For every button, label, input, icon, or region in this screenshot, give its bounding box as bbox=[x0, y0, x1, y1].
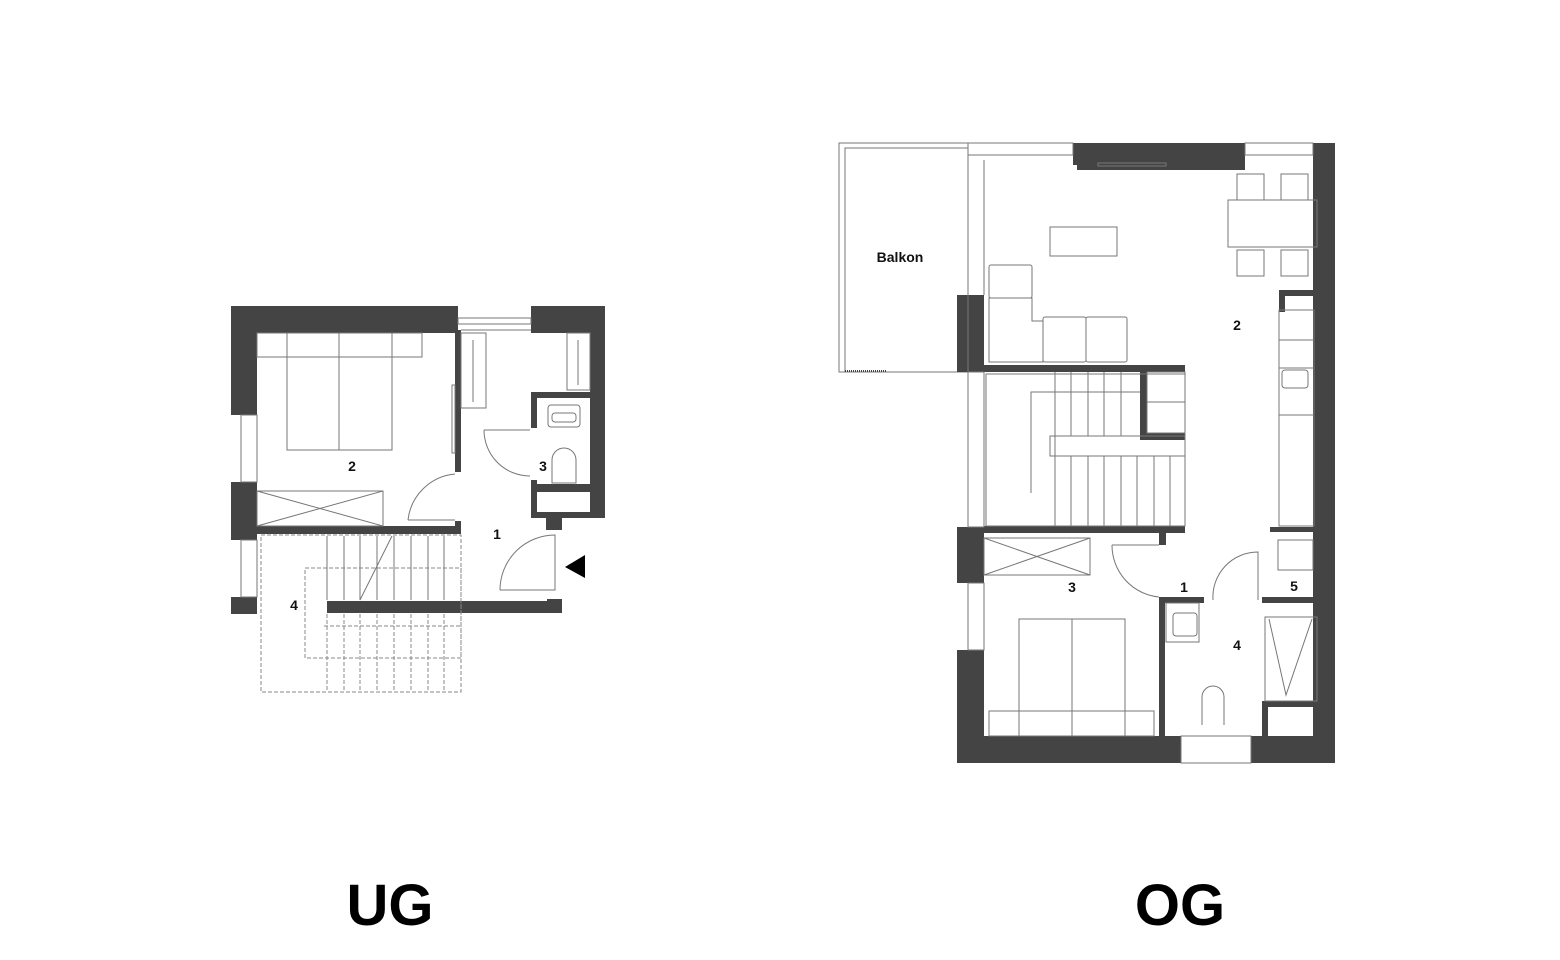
og-stairs bbox=[985, 371, 1186, 527]
og-kitchen bbox=[1278, 309, 1315, 527]
entrance-arrow-icon bbox=[565, 555, 585, 578]
og-balcony: Balkon bbox=[838, 142, 969, 373]
ug-window-left bbox=[240, 414, 258, 598]
og-room-label: 1 bbox=[1180, 579, 1188, 595]
ug-plan: 1 2 3 4 UG bbox=[231, 306, 605, 938]
ug-stairs bbox=[260, 534, 462, 693]
og-room-label: 4 bbox=[1233, 637, 1241, 653]
og-living-furniture bbox=[988, 173, 1318, 363]
ug-title: UG bbox=[347, 873, 434, 938]
ug-wardrobe bbox=[256, 490, 384, 527]
balcony-label: Balkon bbox=[877, 249, 924, 265]
ug-room-label: 1 bbox=[493, 526, 501, 542]
ug-bed bbox=[256, 332, 423, 451]
og-room-label: 3 bbox=[1068, 579, 1076, 595]
ug-closets bbox=[451, 332, 591, 454]
og-bedroom-furniture bbox=[983, 537, 1155, 737]
og-plan: Balkon bbox=[838, 142, 1335, 938]
og-windows bbox=[967, 142, 1314, 764]
ug-doors bbox=[407, 429, 556, 591]
ug-walls bbox=[231, 306, 605, 614]
ug-window-top bbox=[457, 317, 532, 331]
og-room-label: 2 bbox=[1233, 317, 1241, 333]
ug-room-label: 4 bbox=[290, 597, 298, 613]
og-room-label: 5 bbox=[1290, 578, 1298, 594]
ug-room-label: 3 bbox=[539, 458, 547, 474]
og-title: OG bbox=[1135, 873, 1225, 938]
ug-room-label: 2 bbox=[348, 458, 356, 474]
og-doors bbox=[1111, 544, 1259, 601]
og-walls bbox=[957, 143, 1335, 763]
og-bath-fixtures bbox=[1165, 539, 1318, 725]
ug-bathroom-fixtures bbox=[547, 404, 581, 484]
